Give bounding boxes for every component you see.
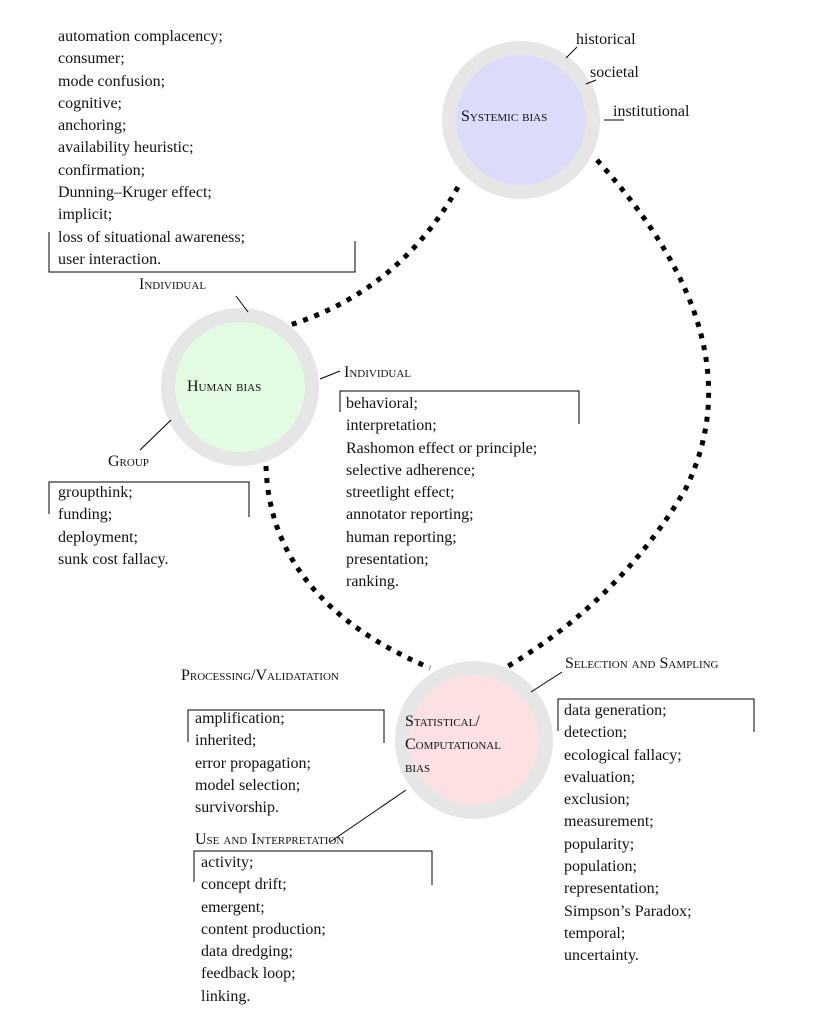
human-bias-label: Human bias [187, 378, 262, 395]
list-item: annotator reporting; [346, 506, 474, 524]
list-item: content production; [201, 920, 326, 938]
list-item: population; [564, 858, 637, 876]
processing-bracket [187, 709, 385, 743]
processing-title: Processing/Validatation [181, 667, 339, 684]
individual-right-list: behavioral; interpretation; Rashomon eff… [346, 393, 537, 594]
historical-leader [565, 46, 578, 59]
individual-top-list: automation complacency; consumer; mode c… [58, 26, 245, 271]
list-item: human reporting; [346, 528, 457, 546]
list-item: sunk cost fallacy. [58, 550, 169, 568]
list-item: data dredging; [201, 943, 293, 961]
list-item: concept drift; [201, 876, 287, 894]
historical-tag: historical [576, 31, 636, 48]
list-item: model selection; [195, 776, 301, 794]
institutional-tag: institutional [613, 103, 690, 120]
list-item: selective adherence; [346, 461, 476, 479]
list-item: data generation; [564, 702, 667, 719]
list-item: streetlight effect; [346, 484, 455, 502]
list-item: exclusion; [564, 791, 630, 809]
list-item: error propagation; [195, 754, 311, 772]
list-item: interpretation; [346, 417, 437, 435]
list-item: cognitive; [58, 94, 122, 112]
individual-right-bracket [339, 390, 580, 424]
use-bracket [193, 850, 433, 885]
list-item: evaluation; [564, 768, 636, 786]
list-item: ranking. [346, 573, 399, 591]
list-item: activity; [201, 854, 254, 871]
individual-top-bracket [48, 232, 356, 273]
list-item: Simpson’s Paradox; [564, 902, 692, 920]
list-item: availability heuristic; [58, 139, 194, 157]
list-item: implicit; [58, 206, 113, 224]
connector-systemic-human [289, 185, 461, 328]
statistical-bias-node [395, 661, 553, 819]
list-item: temporal; [564, 924, 626, 942]
processing-list: amplification; inherited; error propagat… [195, 708, 311, 819]
list-item: loss of situational awareness; [58, 228, 246, 246]
list-item: emergent; [201, 898, 265, 916]
list-item: Dunning–Kruger effect; [58, 184, 212, 202]
selection-leader [530, 671, 563, 693]
list-item: confirmation; [58, 161, 146, 179]
individual-top-leader [235, 295, 249, 313]
use-list: activity; concept drift; emergent; conte… [201, 852, 326, 1008]
list-item: uncertainty. [564, 947, 639, 965]
list-item: ecological fallacy; [564, 746, 682, 764]
list-item: behavioral; [346, 395, 418, 412]
individual-right-leader [319, 370, 341, 380]
use-title: Use and Interpretation [195, 831, 345, 848]
list-item: Rashomon effect or principle; [346, 439, 538, 457]
list-item: inherited; [195, 732, 257, 750]
individual-right-title: Individual [344, 364, 412, 381]
list-item: detection; [564, 724, 628, 742]
list-item: popularity; [564, 835, 635, 853]
list-item: anchoring; [58, 117, 127, 135]
list-item: feedback loop; [201, 965, 296, 983]
list-item: survivorship. [195, 799, 279, 817]
list-item: automation complacency; [58, 28, 223, 45]
selection-title: Selection and Sampling [565, 655, 719, 672]
human-bias-node [161, 308, 319, 466]
list-item: linking. [201, 987, 251, 1005]
societal-tag: societal [590, 64, 639, 81]
statistical-label-line: bias [405, 759, 431, 776]
societal-leader [585, 79, 597, 85]
selection-bracket [557, 698, 755, 732]
group-leader [139, 419, 172, 451]
systemic-bias-label: Systemic bias [461, 108, 548, 125]
list-item: amplification; [195, 710, 285, 727]
connector-systemic-statistical [503, 158, 712, 671]
individual-top-title: Individual [139, 276, 207, 293]
group-bracket [48, 481, 250, 517]
list-item: presentation; [346, 551, 429, 569]
group-title: Group [108, 453, 149, 470]
statistical-label-line: Statistical/ [405, 713, 480, 730]
list-item: deployment; [58, 528, 138, 546]
selection-list: data generation; detection; ecological f… [564, 700, 692, 968]
list-item: consumer; [58, 50, 125, 68]
list-item: representation; [564, 880, 660, 898]
use-leader [329, 789, 407, 843]
list-item: measurement; [564, 813, 654, 831]
list-item: groupthink; [58, 484, 133, 501]
list-item: funding; [58, 506, 113, 524]
list-item: mode confusion; [58, 72, 166, 90]
statistical-label-line: Computational [405, 736, 501, 753]
statistical-bias-label: Statistical/ Computational bias [405, 710, 501, 779]
list-item: user interaction. [58, 250, 162, 268]
systemic-bias-node [442, 41, 600, 199]
group-list: groupthink; funding; deployment; sunk co… [58, 482, 168, 571]
